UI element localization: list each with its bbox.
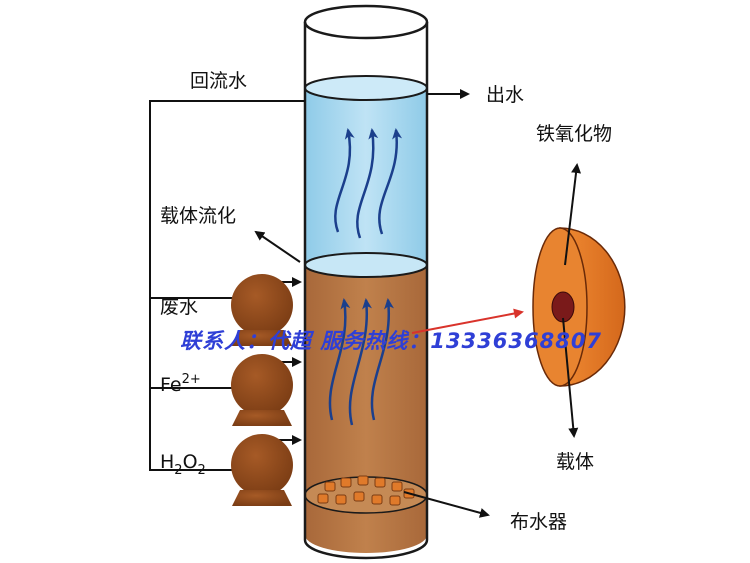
piping <box>149 89 490 518</box>
upflow-arrows-upper <box>334 128 403 239</box>
distributor-pointer <box>403 491 490 518</box>
carrier-core <box>551 291 575 323</box>
label-water-distributor: 布水器 <box>510 511 567 533</box>
return-water-pipe <box>149 100 305 471</box>
carrier-particle <box>532 163 626 438</box>
label-carrier: 载体 <box>556 451 594 473</box>
reactor-column <box>303 4 429 560</box>
pump-wastewater <box>231 274 293 346</box>
label-wastewater: 废水 <box>160 296 198 318</box>
label-iron-oxide: 铁氧化物 <box>536 123 612 145</box>
label-return-water: 回流水 <box>190 70 247 92</box>
iron-oxide-pointer <box>564 163 582 266</box>
fluidization-pointer <box>254 230 301 263</box>
zone-interface <box>304 252 428 278</box>
label-h2o2: H2O2 <box>160 451 206 478</box>
particle-location-pointer <box>411 308 524 334</box>
distributor-nozzles <box>317 475 415 506</box>
contact-watermark: 联系人：代超 服务热线：13336368807 <box>180 329 602 353</box>
carrier-pointer <box>562 317 579 438</box>
pump-fe <box>231 354 293 426</box>
clear-water-body <box>305 88 427 277</box>
label-carrier-fluidization: 载体流化 <box>160 205 236 227</box>
label-outlet-water: 出水 <box>486 84 524 106</box>
column-top-rim <box>303 4 429 40</box>
label-fe2plus: Fe2+ <box>160 372 201 396</box>
upflow-arrows-lower <box>328 298 394 426</box>
pump-h2o2 <box>231 434 293 506</box>
water-surface <box>304 75 428 101</box>
